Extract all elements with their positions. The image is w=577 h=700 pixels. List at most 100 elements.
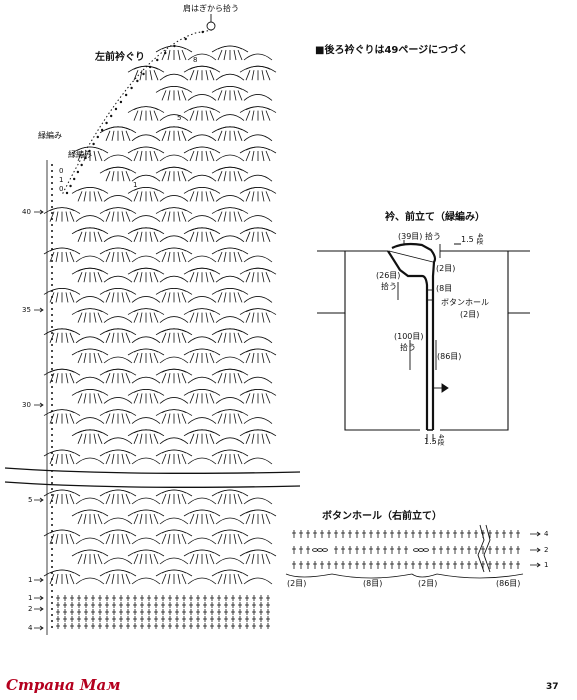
main-stitch — [77, 352, 83, 364]
lower-stitch — [93, 553, 97, 565]
main-stitch — [261, 312, 265, 323]
break-line-1 — [4, 481, 301, 488]
main-stitch — [223, 292, 227, 303]
main-stitch — [65, 332, 69, 343]
main-stitch — [111, 413, 115, 424]
band-stitch — [210, 616, 214, 622]
lower-fan-inner — [105, 489, 131, 494]
band-stitch — [147, 602, 151, 608]
lower-stitch — [139, 513, 143, 525]
band-stitch — [140, 616, 144, 622]
main-stitch — [233, 373, 237, 384]
bh-count-2a: (2目) — [287, 579, 307, 588]
main-stitch — [237, 130, 243, 141]
band-stitch — [154, 595, 158, 601]
main-fan-inner — [189, 389, 215, 393]
lower-chain-loop — [243, 537, 273, 545]
main-fan-inner — [245, 308, 271, 312]
front-edge-stitch — [51, 380, 53, 382]
band-stitch — [133, 609, 137, 615]
bh-stitch — [376, 546, 380, 554]
lower-stitch — [121, 533, 125, 545]
main-stitch — [265, 433, 271, 444]
band-stitch — [133, 595, 137, 601]
front-edge-stitch — [51, 392, 53, 394]
front-edge-stitch — [51, 320, 53, 322]
band-stitch — [231, 602, 235, 608]
main-stitch — [49, 413, 55, 424]
main-stitch — [167, 373, 171, 384]
bh-stitch — [404, 546, 408, 554]
front-edge-stitch — [51, 404, 53, 406]
band-stitch — [189, 602, 193, 608]
band-stitch — [203, 609, 207, 615]
main-chain-loop — [243, 174, 273, 182]
band-stitch — [77, 595, 81, 601]
buttonhole-label: ボタンホール — [441, 298, 489, 307]
band-stitch — [77, 602, 81, 608]
main-stitch — [49, 211, 55, 222]
main-chain-loop — [243, 457, 273, 465]
band-stitch — [77, 616, 81, 622]
band-stitch — [98, 595, 102, 601]
main-stitch — [177, 49, 181, 61]
main-stitch — [105, 130, 111, 141]
main-fan-inner — [133, 106, 159, 110]
main-stitch — [161, 292, 167, 303]
bh-stitch — [369, 561, 373, 569]
main-stitch — [139, 312, 143, 323]
main-stitch — [177, 413, 181, 424]
band-stitch — [182, 602, 186, 608]
main-fan-inner — [105, 207, 131, 211]
bh-stitch — [453, 530, 457, 538]
lower-stitch — [105, 573, 111, 585]
break-line-0 — [4, 467, 301, 474]
main-stitch — [125, 373, 131, 384]
main-stitch — [111, 171, 115, 182]
band-stitch — [168, 616, 172, 622]
front-edge-stitch — [51, 188, 53, 190]
main-fan-inner — [161, 86, 187, 90]
band-stitch — [245, 609, 249, 615]
neckline-stitch — [109, 114, 113, 118]
main-chain-loop — [103, 275, 133, 283]
main-chain-loop — [187, 174, 217, 182]
main-stitch — [181, 292, 187, 303]
bh-stitch — [397, 530, 401, 538]
lower-fan-inner — [189, 549, 215, 554]
front-edge-stitch — [51, 362, 53, 364]
main-stitch — [105, 413, 111, 424]
main-fan-inner — [245, 348, 271, 353]
main-stitch — [177, 373, 181, 384]
bh-stitch — [411, 530, 415, 538]
bh-stitch — [411, 561, 415, 569]
main-chain-loop — [75, 336, 105, 344]
lower-stitch — [133, 513, 139, 525]
buttonhole-chain-0 — [317, 548, 323, 552]
main-fan-inner — [77, 227, 103, 232]
main-stitch — [205, 393, 209, 404]
bh-stitch — [334, 561, 338, 569]
pickup-100-label: 拾う — [400, 343, 416, 352]
front-edge-stitch — [51, 566, 53, 568]
pickup-top: (39目) 拾う — [398, 232, 441, 241]
main-fan-inner — [189, 187, 215, 191]
row-label-1a: 1 — [28, 576, 33, 584]
bh-stitch — [418, 530, 422, 538]
main-stitch — [125, 130, 131, 141]
lower-stitch — [105, 493, 111, 505]
main-stitch — [161, 211, 167, 222]
band-stitch — [140, 602, 144, 608]
band-stitch — [238, 609, 242, 615]
front-edge-stitch — [51, 614, 53, 616]
main-fan-inner — [161, 449, 187, 454]
main-stitch — [217, 251, 223, 263]
main-stitch — [223, 251, 227, 263]
band-stitch — [133, 616, 137, 622]
lower-stitch — [69, 573, 75, 585]
bh-row-arrow-0 — [530, 531, 541, 537]
main-stitch — [149, 150, 153, 162]
main-stitch — [121, 373, 125, 384]
main-stitch — [149, 70, 153, 81]
lower-stitch — [55, 533, 59, 545]
